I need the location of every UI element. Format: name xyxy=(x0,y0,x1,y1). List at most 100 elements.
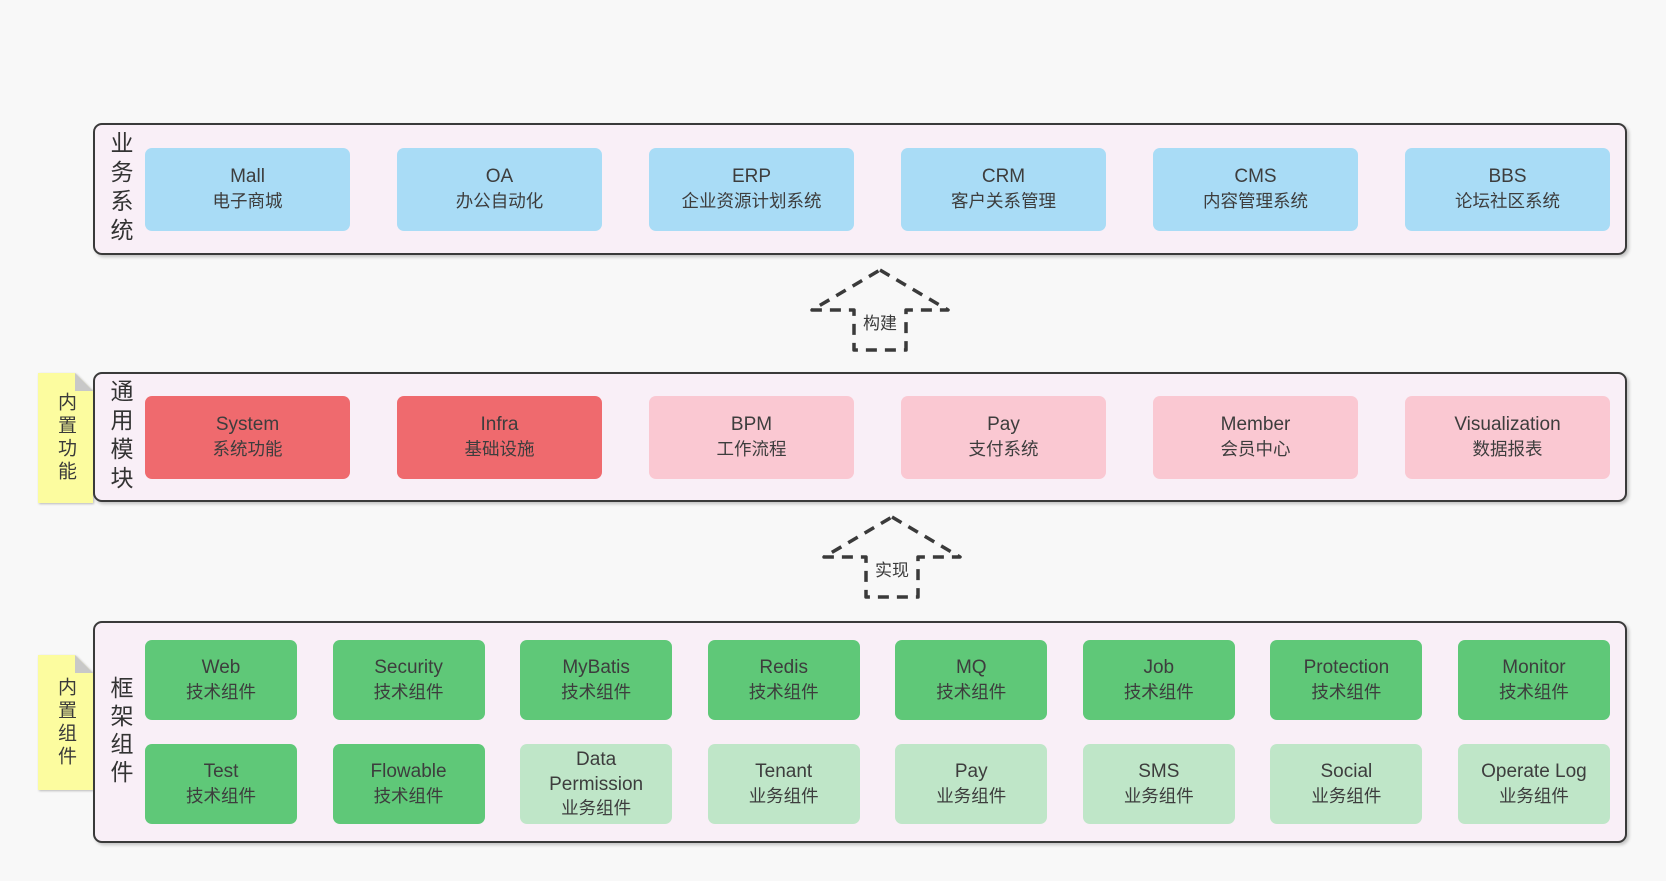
box-subtitle: 技术组件 xyxy=(373,681,444,702)
build-arrow: 构建 xyxy=(807,267,953,353)
box-subtitle: 论坛社区系统 xyxy=(1455,190,1560,211)
box-subtitle: 技术组件 xyxy=(1123,681,1194,702)
sticky-note-builtin-components: 内置组件 xyxy=(38,655,93,790)
box-subtitle: 技术组件 xyxy=(561,681,632,702)
box-title: Visualization xyxy=(1454,414,1561,436)
box-subtitle: 技术组件 xyxy=(1498,681,1569,702)
box-subtitle: 基础设施 xyxy=(464,438,535,459)
layer-framework-label: 框架组件 xyxy=(107,676,133,788)
box-title: Pay xyxy=(987,414,1020,436)
box-title: Test xyxy=(203,761,239,783)
box-title: OA xyxy=(485,166,514,188)
note-paper xyxy=(38,373,93,503)
box-subtitle: 技术组件 xyxy=(186,681,256,702)
box-subtitle: 业务组件 xyxy=(1498,785,1569,806)
box-title: CRM xyxy=(981,166,1026,188)
box-title: Tenant xyxy=(755,761,813,783)
box-subtitle: 会员中心 xyxy=(1220,438,1291,459)
note-paper xyxy=(38,655,93,790)
box-title: CMS xyxy=(1234,166,1277,188)
layer-modules-label: 通用模块 xyxy=(107,379,133,495)
box-title: Web xyxy=(201,657,241,679)
box-title: Security xyxy=(374,657,443,679)
box-title: BBS xyxy=(1488,166,1527,188)
box-subtitle: 工作流程 xyxy=(716,438,787,459)
box-subtitle: 技术组件 xyxy=(186,785,256,806)
box-title: MQ xyxy=(955,657,987,679)
box-title: Mall xyxy=(230,166,265,188)
dashed-up-arrow-icon xyxy=(822,515,962,599)
box-title: Flowable xyxy=(370,761,447,783)
box-subtitle: 客户关系管理 xyxy=(951,190,1056,211)
box-title: Pay xyxy=(954,761,988,783)
box-subtitle: 技术组件 xyxy=(936,681,1007,702)
folded-corner-icon xyxy=(75,373,93,391)
box-subtitle: 技术组件 xyxy=(748,681,819,702)
box-title: Redis xyxy=(759,657,808,679)
folded-corner-icon xyxy=(75,655,93,673)
box-subtitle: 数据报表 xyxy=(1472,438,1543,459)
box-title: Infra xyxy=(480,414,519,436)
box-subtitle: 系统功能 xyxy=(212,438,283,459)
box-title: Protection xyxy=(1303,657,1390,679)
box-subtitle: 技术组件 xyxy=(373,785,444,806)
box-subtitle: 业务组件 xyxy=(1123,785,1194,806)
box-subtitle: 内容管理系统 xyxy=(1203,190,1308,211)
box-title: Data Permission xyxy=(549,748,644,795)
sticky-note-builtin-features: 内置功能 xyxy=(38,373,93,503)
box-title: Social xyxy=(1320,761,1373,783)
box-title: SMS xyxy=(1138,761,1180,783)
box-title: System xyxy=(215,414,280,436)
box-title: BPM xyxy=(730,414,773,436)
box-subtitle: 业务组件 xyxy=(1311,785,1382,806)
build-arrow-label: 构建 xyxy=(860,309,900,334)
box-subtitle: 办公自动化 xyxy=(455,190,544,211)
box-subtitle: 技术组件 xyxy=(1311,681,1382,702)
box-title: ERP xyxy=(731,166,772,188)
box-subtitle: 企业资源计划系统 xyxy=(681,190,822,211)
layer-business-label: 业务系统 xyxy=(107,131,133,247)
implement-arrow-label: 实现 xyxy=(872,556,912,581)
box-subtitle: 支付系统 xyxy=(968,438,1039,459)
box-subtitle: 业务组件 xyxy=(748,785,819,806)
dashed-up-arrow-icon xyxy=(810,268,950,352)
box-title: Operate Log xyxy=(1481,761,1587,783)
box-subtitle: 业务组件 xyxy=(936,785,1007,806)
